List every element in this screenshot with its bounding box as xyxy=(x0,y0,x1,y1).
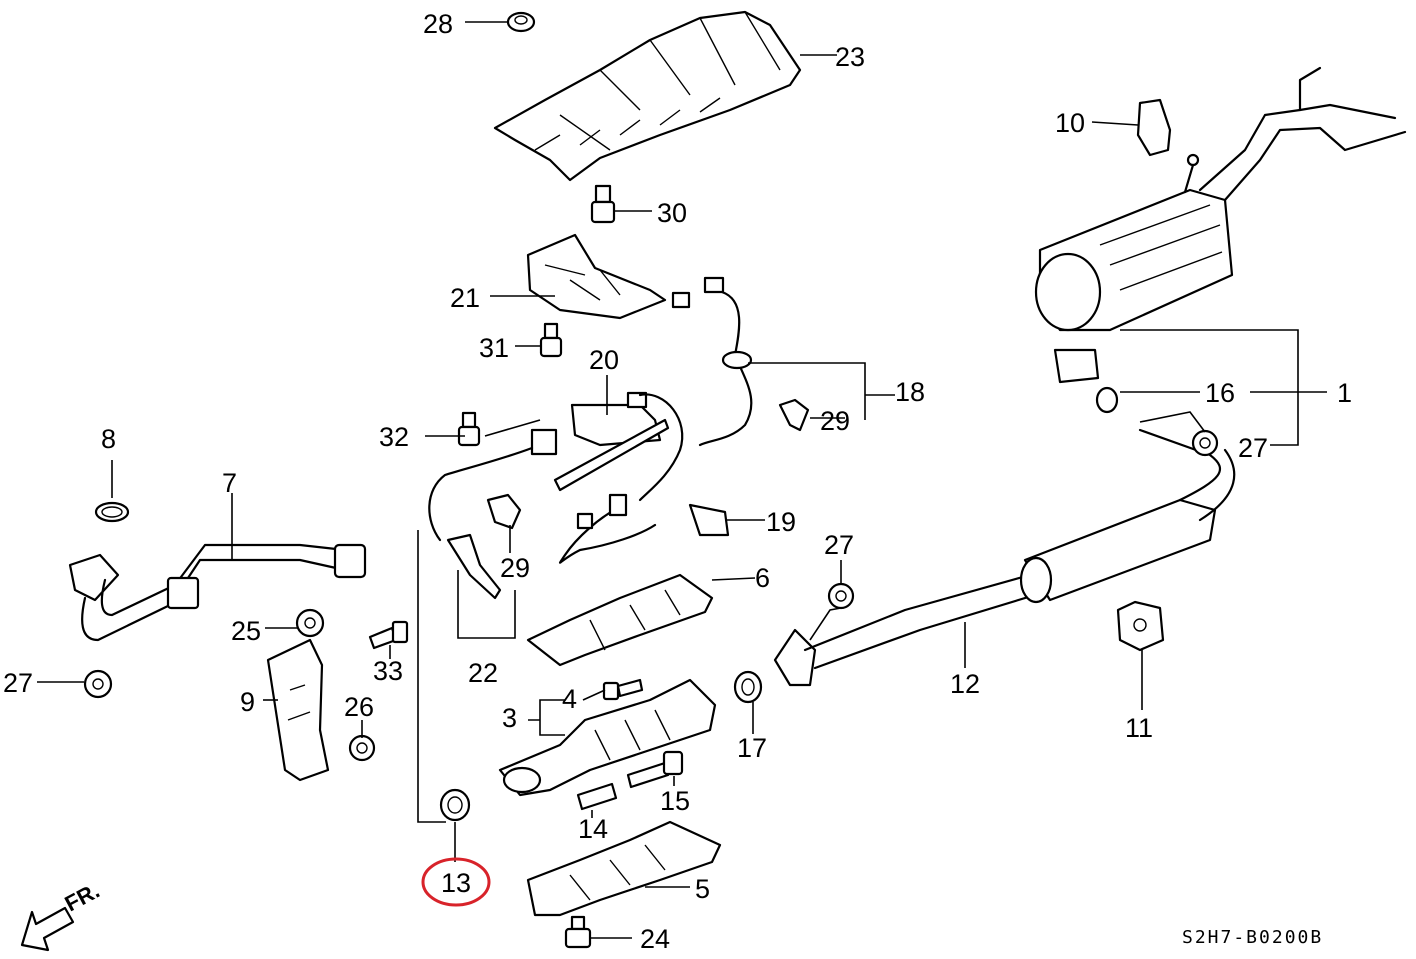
callout-12: 12 xyxy=(950,669,980,699)
callout-5: 5 xyxy=(695,874,710,904)
clip-29-lower xyxy=(486,493,522,530)
gasket-17 xyxy=(733,670,763,704)
upper-heat-shield xyxy=(493,10,802,182)
callout-22: 22 xyxy=(468,658,498,688)
callout-29-upper: 29 xyxy=(820,406,850,436)
oxygen-sensor-harness xyxy=(671,276,753,447)
lower-heat-shield-5 xyxy=(526,820,722,917)
muffler-1 xyxy=(1034,66,1407,384)
stud-14 xyxy=(576,782,618,811)
callout-9: 9 xyxy=(240,687,255,717)
nut-27-middle xyxy=(827,582,855,610)
callout-27-right: 27 xyxy=(1238,433,1268,463)
bracket-9 xyxy=(266,638,330,782)
callout-26: 26 xyxy=(344,692,374,722)
bolt-33 xyxy=(368,620,409,650)
callout-20: 20 xyxy=(589,345,619,375)
callout-13-highlight xyxy=(421,857,491,907)
bolt-32 xyxy=(457,411,481,447)
oxygen-sensor-22 xyxy=(428,428,558,600)
callout-4: 4 xyxy=(562,684,577,714)
oxygen-sensor-19 xyxy=(558,393,730,564)
callout-32: 32 xyxy=(379,422,409,452)
leader-lines xyxy=(37,21,1327,939)
callout-21: 21 xyxy=(450,283,480,313)
bolt-31 xyxy=(539,322,563,358)
callout-28: 28 xyxy=(423,9,453,39)
bolt-30 xyxy=(590,184,616,224)
callout-24: 24 xyxy=(640,924,670,954)
callout-15: 15 xyxy=(660,786,690,816)
bracket-21 xyxy=(526,233,667,320)
callout-33: 33 xyxy=(373,656,403,686)
callout-8: 8 xyxy=(101,424,116,454)
nut-26 xyxy=(348,734,376,762)
gasket-16 xyxy=(1095,386,1119,414)
callout-11: 11 xyxy=(1125,713,1153,743)
converter-shield-6 xyxy=(526,573,714,667)
grommet xyxy=(506,11,536,33)
callout-29-lower: 29 xyxy=(500,553,530,583)
callout-10: 10 xyxy=(1055,108,1085,138)
middle-pipe-12 xyxy=(773,428,1236,687)
callout-14: 14 xyxy=(578,814,608,844)
callout-18: 18 xyxy=(895,377,925,407)
nut-27-right xyxy=(1191,429,1219,457)
callout-23: 23 xyxy=(835,42,865,72)
callout-17: 17 xyxy=(737,733,767,763)
gasket-8 xyxy=(94,501,130,523)
callout-30: 30 xyxy=(657,198,687,228)
callout-16: 16 xyxy=(1205,378,1235,408)
front-pipe-7 xyxy=(68,543,367,642)
hanger-10 xyxy=(1136,98,1172,157)
callout-31: 31 xyxy=(479,333,509,363)
callout-27-middle: 27 xyxy=(824,530,854,560)
gasket-13 xyxy=(439,788,471,822)
callout-1: 1 xyxy=(1337,378,1352,408)
clip-29-upper xyxy=(778,398,810,432)
callout-19: 19 xyxy=(766,507,796,537)
diagram-code: S2H7-B0200B xyxy=(1182,927,1323,948)
hanger-11 xyxy=(1116,600,1165,652)
catalytic-converter-3 xyxy=(498,678,717,797)
callout-7: 7 xyxy=(222,468,237,498)
front-direction-arrow: FR. xyxy=(20,878,104,952)
bolt-15 xyxy=(626,750,684,789)
bolt-24 xyxy=(564,915,592,949)
callout-13: 13 xyxy=(441,868,471,898)
sensor-bracket-20 xyxy=(553,391,670,492)
bolt-4 xyxy=(602,678,644,701)
callout-27-left: 27 xyxy=(3,668,33,698)
callout-labels: 28 23 30 21 31 20 18 29 19 32 29 22 8 7 … xyxy=(3,9,1352,954)
nut-25 xyxy=(295,608,325,638)
callout-6: 6 xyxy=(755,563,770,593)
nut-27-left xyxy=(83,669,113,699)
callout-25: 25 xyxy=(231,616,261,646)
callout-3: 3 xyxy=(502,703,517,733)
